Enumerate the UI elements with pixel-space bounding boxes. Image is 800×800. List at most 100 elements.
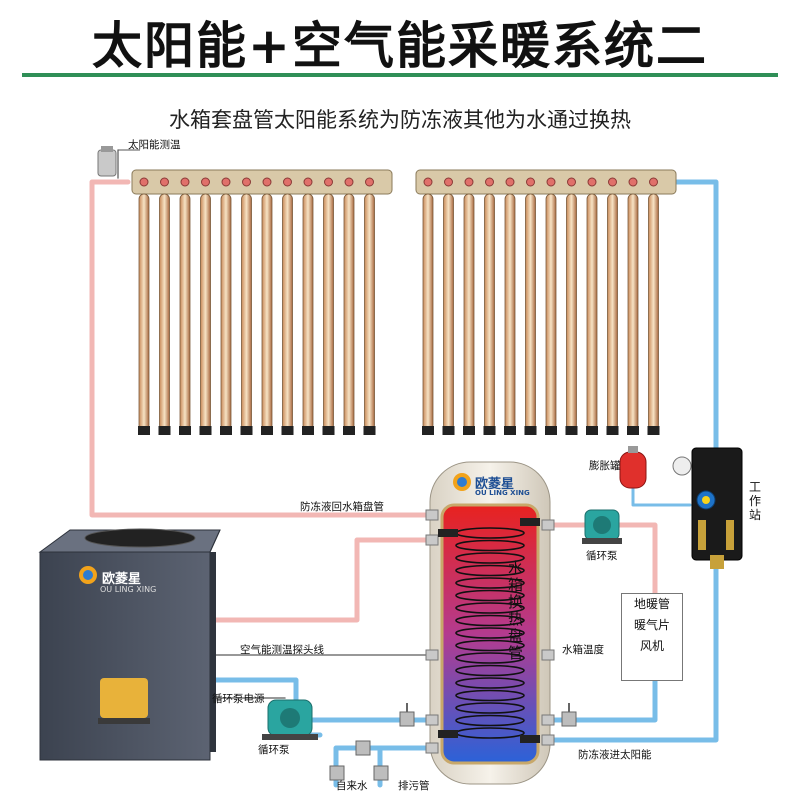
label-tank-coil: 水箱换热盘管 bbox=[508, 559, 524, 662]
heat-pump-family-photo bbox=[100, 678, 148, 718]
tube-holder bbox=[158, 426, 171, 435]
valve-icon bbox=[329, 703, 577, 781]
label-expansion-tank: 膨胀罐 bbox=[589, 460, 621, 472]
header-port bbox=[444, 177, 453, 187]
vacuum-tube bbox=[364, 193, 375, 431]
header-port bbox=[180, 177, 190, 187]
tube-holder bbox=[647, 426, 660, 435]
solar-collector-right bbox=[415, 169, 677, 435]
header-port bbox=[505, 177, 515, 187]
vacuum-tube bbox=[525, 193, 536, 431]
header-port bbox=[649, 177, 658, 187]
tube-holder bbox=[422, 426, 434, 435]
heat-pump-brand-en: OU LING XING bbox=[100, 585, 157, 594]
header-port bbox=[344, 177, 354, 187]
terminal-line-radiator: 暖气片 bbox=[633, 618, 670, 632]
coil-turn bbox=[455, 652, 525, 664]
label-circulation-pump-left: 循环泵 bbox=[258, 744, 290, 756]
hp-hot-pipe bbox=[207, 537, 435, 623]
header-port bbox=[139, 177, 149, 187]
header-port bbox=[567, 177, 576, 187]
tank-brand: 欧菱星 bbox=[475, 477, 515, 492]
tube-holder bbox=[138, 426, 150, 435]
coil-turn bbox=[455, 677, 525, 689]
header-port bbox=[464, 177, 474, 187]
coil-turn bbox=[455, 664, 525, 677]
label-pump-power: 循环泵电源 bbox=[212, 693, 265, 705]
tube-holder bbox=[220, 426, 232, 435]
tube-holder bbox=[545, 426, 557, 435]
vacuum-tube bbox=[323, 193, 334, 431]
coil-turn bbox=[455, 614, 525, 627]
workstation-unit bbox=[672, 447, 743, 569]
vacuum-tube bbox=[138, 193, 150, 431]
label-solar-temp-probe: 太阳能测温 bbox=[128, 139, 181, 151]
header-port bbox=[485, 177, 494, 187]
header-port bbox=[526, 177, 535, 187]
water-tank bbox=[425, 461, 555, 785]
label-air-temp-probe-line: 空气能测温探头线 bbox=[240, 644, 324, 656]
header-port bbox=[303, 177, 313, 187]
label-circulation-pump-right: 循环泵 bbox=[586, 550, 618, 562]
vacuum-tube bbox=[159, 193, 170, 431]
vacuum-tube bbox=[443, 193, 454, 431]
header-port bbox=[546, 177, 556, 187]
tube-holder bbox=[463, 426, 475, 435]
coil-turn bbox=[455, 539, 525, 552]
tube-holder bbox=[606, 426, 619, 435]
tube-holder bbox=[261, 426, 273, 435]
header-port bbox=[160, 177, 169, 187]
coil-turn bbox=[455, 564, 525, 577]
vacuum-tube bbox=[302, 193, 314, 431]
page-title: 太阳能+空气能采暖系统二 bbox=[92, 17, 708, 75]
vacuum-tube bbox=[261, 193, 273, 431]
coil-turn bbox=[455, 639, 525, 652]
header-port bbox=[587, 177, 597, 187]
label-tap-water: 自来水 bbox=[336, 780, 368, 792]
heat-pump-fan-icon bbox=[84, 528, 196, 548]
pump-to-terminal-pipe bbox=[615, 522, 658, 596]
vacuum-tube bbox=[200, 193, 211, 431]
circulation-pump-icon-right bbox=[582, 509, 622, 544]
vacuum-tube bbox=[241, 193, 252, 431]
vacuum-tube bbox=[607, 193, 618, 431]
tube-holder bbox=[627, 426, 639, 435]
tube-holder bbox=[302, 426, 314, 435]
terminal-line-fan: 风机 bbox=[639, 639, 664, 653]
vacuum-tube bbox=[220, 193, 232, 431]
circulation-pump-icon-left bbox=[262, 699, 318, 740]
coil-turn bbox=[455, 602, 525, 614]
tube-holder bbox=[240, 426, 253, 435]
vacuum-tube bbox=[504, 193, 516, 431]
vacuum-tube bbox=[627, 193, 639, 431]
vacuum-tube bbox=[179, 193, 191, 431]
solar-outlet-pipe bbox=[673, 179, 719, 455]
coil-turn bbox=[455, 627, 525, 639]
tube-holder bbox=[281, 426, 294, 435]
vacuum-tube bbox=[282, 193, 293, 431]
terminal-return-pipe bbox=[545, 676, 658, 723]
tank-brand-en: OU LING XING bbox=[475, 489, 530, 497]
header-port bbox=[324, 177, 333, 187]
vacuum-tube bbox=[484, 193, 495, 431]
coil-turn bbox=[455, 702, 525, 714]
vacuum-tube bbox=[422, 193, 434, 431]
vacuum-tube bbox=[545, 193, 557, 431]
tube-holder bbox=[442, 426, 455, 435]
tube-holder bbox=[363, 426, 376, 435]
expansion-line bbox=[631, 486, 692, 507]
terminal-devices-box: 地暖管 暖气片 风机 bbox=[621, 593, 683, 681]
coil-turn bbox=[455, 589, 525, 602]
heat-pump-brand: 欧菱星 bbox=[102, 572, 142, 587]
header-port bbox=[365, 177, 374, 187]
header-port bbox=[242, 177, 251, 187]
header-port bbox=[283, 177, 292, 187]
vacuum-tube bbox=[566, 193, 577, 431]
header-port bbox=[423, 177, 433, 187]
tube-holder bbox=[524, 426, 537, 435]
label-drain: 排污管 bbox=[398, 780, 430, 792]
vacuum-tube bbox=[586, 193, 598, 431]
coil-turn bbox=[455, 689, 525, 702]
coil-turn bbox=[455, 714, 525, 727]
